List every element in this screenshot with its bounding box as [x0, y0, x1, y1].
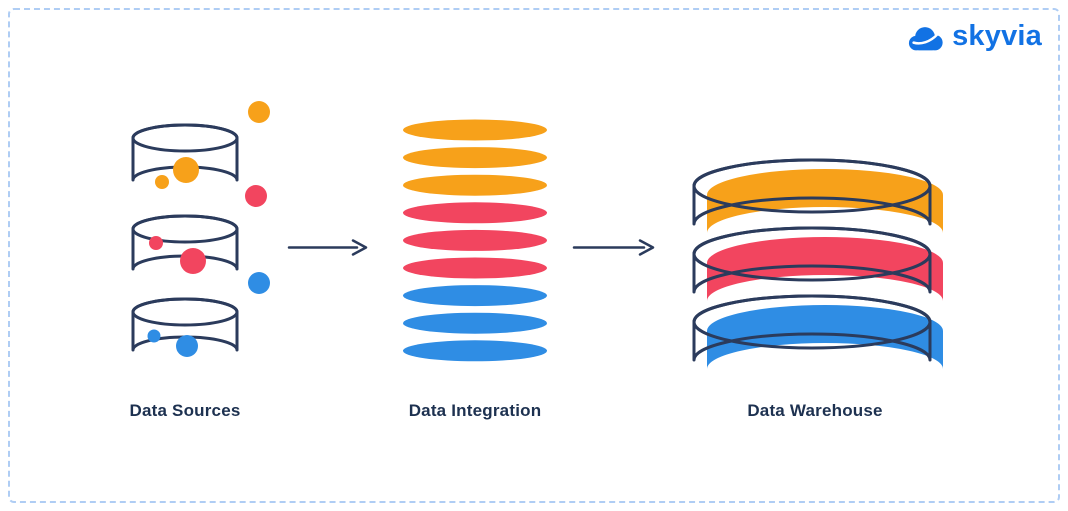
floating-dots [245, 101, 270, 294]
arrow-head [351, 239, 368, 256]
integration-stripe-red-5 [403, 257, 547, 279]
integration-stripe-orange-1 [403, 147, 547, 169]
label-data-sources: Data Sources [129, 401, 241, 420]
data-integration-group [403, 119, 547, 362]
arrow-integration-to-warehouse [572, 239, 655, 256]
disk-fill [707, 237, 943, 301]
warehouse-disk-red [692, 226, 943, 301]
integration-stripe-blue-7 [403, 312, 547, 334]
cylinder-top-ellipse [131, 123, 239, 153]
floating-dot-orange [248, 101, 270, 123]
skyvia-logo-text: skyvia [952, 20, 1042, 52]
data-sources-group [131, 101, 270, 357]
integration-stripe-orange-2 [403, 174, 547, 196]
cylinder-top-ellipse [131, 297, 239, 327]
dot-red-small [149, 236, 163, 250]
disk-fill [707, 169, 943, 233]
source-cylinder-top [131, 123, 239, 189]
integration-stripe-blue-6 [403, 285, 547, 307]
skyvia-logo: skyvia [905, 22, 1042, 55]
floating-dot-blue [248, 272, 270, 294]
dot-blue-small [147, 329, 161, 343]
source-cylinder-bottom [131, 297, 239, 357]
label-data-warehouse: Data Warehouse [747, 401, 883, 420]
dot-blue-large [176, 335, 198, 357]
warehouse-disk-orange [692, 158, 943, 233]
label-data-integration: Data Integration [408, 401, 542, 420]
disk-fill [707, 305, 943, 369]
integration-stripe-orange-0 [403, 119, 547, 141]
disk-top-ellipse [692, 294, 932, 350]
arrow-head [638, 239, 655, 256]
dot-orange-small [155, 175, 169, 189]
source-cylinder-middle [131, 214, 239, 274]
floating-dot-red [245, 185, 267, 207]
integration-stripe-red-4 [403, 229, 547, 251]
cylinder-top-ellipse [131, 214, 239, 244]
data-warehouse-group [692, 158, 943, 369]
dot-red-large [180, 248, 206, 274]
skyvia-cloud-icon [909, 26, 943, 50]
integration-stripe-red-3 [403, 202, 547, 224]
arrow-sources-to-integration [287, 239, 368, 256]
warehouse-disk-blue [692, 294, 943, 369]
disk-top-ellipse [692, 158, 932, 214]
disk-top-ellipse [692, 226, 932, 282]
dot-orange-large [173, 157, 199, 183]
integration-stripe-blue-8 [403, 340, 547, 362]
